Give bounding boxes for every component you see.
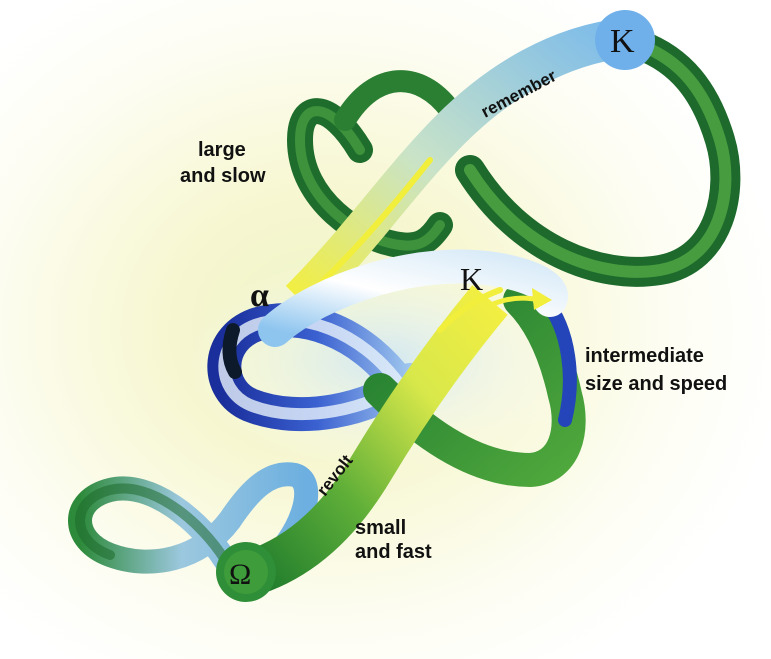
small-label-line1: small — [355, 517, 406, 539]
omega-symbol: Ω — [229, 558, 251, 591]
large-label-line1: large — [198, 139, 246, 161]
alpha-symbol: α — [250, 277, 269, 314]
intermediate-label-line1: intermediate — [585, 345, 704, 367]
k-large-symbol: K — [610, 23, 635, 60]
small-label-line2: and fast — [355, 541, 432, 563]
intermediate-label-line2: size and speed — [585, 373, 727, 395]
k-mid-symbol: K — [460, 261, 483, 297]
large-label-line2: and slow — [180, 165, 266, 187]
